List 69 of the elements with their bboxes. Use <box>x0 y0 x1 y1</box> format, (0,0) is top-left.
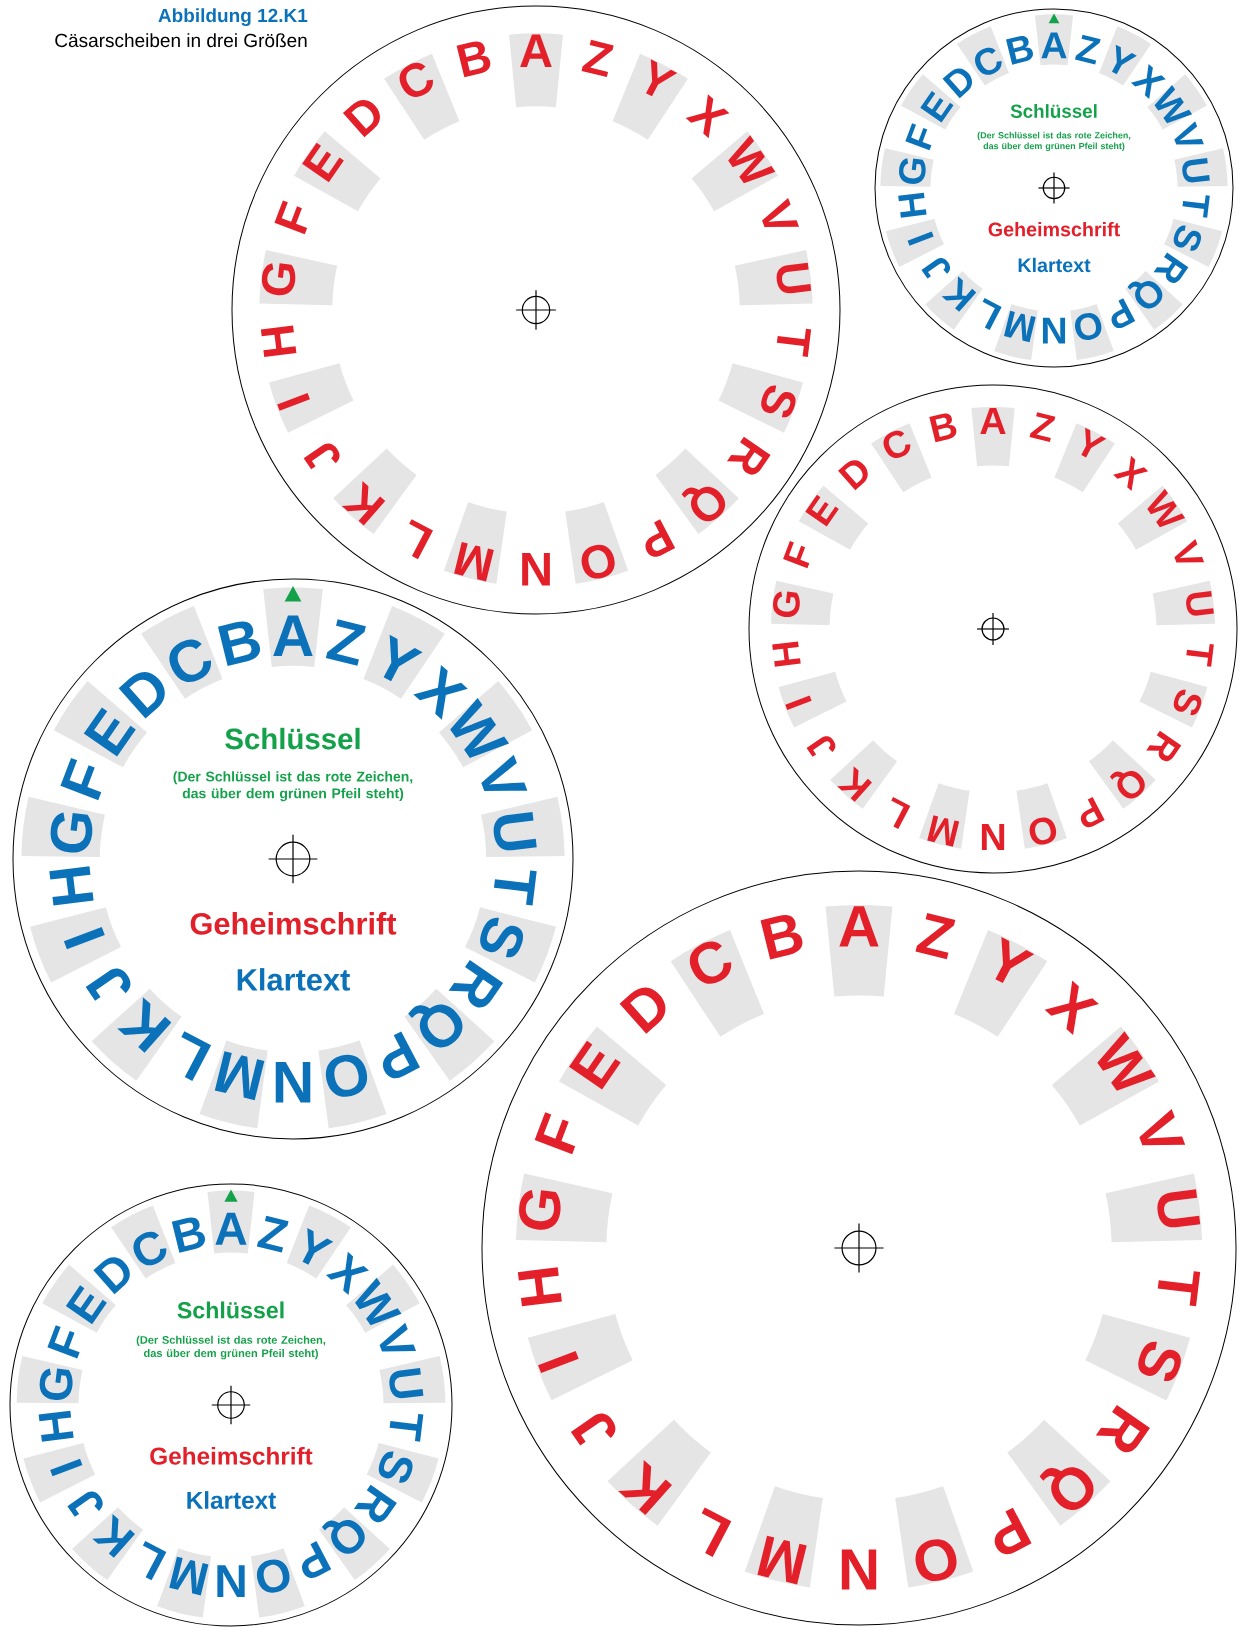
letter-tile: C <box>670 930 764 1037</box>
letter-tile: A <box>263 587 323 667</box>
letter: N <box>981 824 1005 851</box>
letter-tile: C <box>871 423 932 493</box>
letter: Z <box>915 913 956 960</box>
letter: N <box>217 1565 245 1598</box>
letter: T <box>389 1414 424 1442</box>
letter-tile: G <box>771 580 834 626</box>
letter-tile: A <box>509 33 563 108</box>
letter: T <box>493 870 537 906</box>
letter-tile: U <box>379 1355 446 1404</box>
letter-tile: M <box>443 502 507 584</box>
letter: T <box>776 328 812 357</box>
letter-tile: S <box>1085 1314 1191 1401</box>
letter-tile: M <box>919 783 970 849</box>
key-heading: Schlüssel <box>1010 104 1097 118</box>
key-note: (Der Schlüssel ist das rote Zeichen, das über dem grünen Pfeil steht) <box>173 771 413 802</box>
letter: T <box>1157 1271 1201 1307</box>
key-heading: Schlüssel <box>177 1301 284 1319</box>
letter: H <box>49 866 94 906</box>
letter-tile: A <box>971 406 1015 467</box>
letter: B <box>929 413 957 443</box>
letter: T <box>1182 195 1210 218</box>
letter-tile: G <box>516 1173 613 1243</box>
letter: N <box>275 1061 311 1103</box>
letter: H <box>260 325 297 357</box>
letter-tile: G <box>259 250 338 306</box>
letter-tile: U <box>734 250 813 306</box>
letter: Z <box>581 39 614 78</box>
letter-tile: O <box>565 502 629 584</box>
key-note: (Der Schlüssel ist das rote Zeichen, das über dem grünen Pfeil steht) <box>977 131 1131 151</box>
letter-tile: O <box>1016 783 1067 849</box>
letter: Z <box>256 1215 289 1253</box>
letter: N <box>841 1549 877 1590</box>
key-note: (Der Schlüssel ist das rote Zeichen, das über dem grünen Pfeil steht) <box>136 1335 326 1360</box>
plain-label: Klartext <box>1018 257 1091 273</box>
letter-tile: U <box>481 796 565 857</box>
letter-tile: U <box>1105 1173 1202 1243</box>
letter: N <box>522 553 550 586</box>
letter-tile: U <box>1174 148 1228 187</box>
letter-tile: I <box>527 1314 633 1401</box>
letter-tile: S <box>1139 671 1208 728</box>
letter: Z <box>1029 412 1056 443</box>
figure-title: Cäsarscheiben in drei Größen <box>55 33 307 48</box>
plain-label: Klartext <box>187 1491 276 1509</box>
letter-tile: O <box>895 1486 974 1588</box>
letter-tile: A <box>825 904 893 997</box>
letter: H <box>772 641 801 667</box>
letter-tile: A <box>207 1190 255 1254</box>
cipher-label: Geheimschrift <box>988 221 1120 237</box>
letter: H <box>898 192 927 218</box>
letter: Z <box>1075 34 1101 65</box>
letter: B <box>1006 36 1033 65</box>
letter-tile: U <box>1152 580 1215 626</box>
letter-tile: A <box>1034 14 1074 66</box>
plain-label: Klartext <box>237 968 350 991</box>
cipher-label: Geheimschrift <box>150 1446 313 1465</box>
letter: Z <box>325 619 366 666</box>
cipher-label: Geheimschrift <box>190 912 397 935</box>
letter: T <box>1186 644 1214 667</box>
letter-tile: M <box>744 1486 823 1588</box>
key-heading: Schlüssel <box>225 727 360 750</box>
letter: N <box>1042 317 1066 344</box>
figure-number: Abbildung 12.K1 <box>158 8 308 26</box>
letter-tile: I <box>778 671 847 728</box>
letter: H <box>517 1267 562 1307</box>
letter-tile: I <box>269 363 354 433</box>
letter-tile: S <box>718 363 803 433</box>
letter: H <box>38 1410 74 1442</box>
